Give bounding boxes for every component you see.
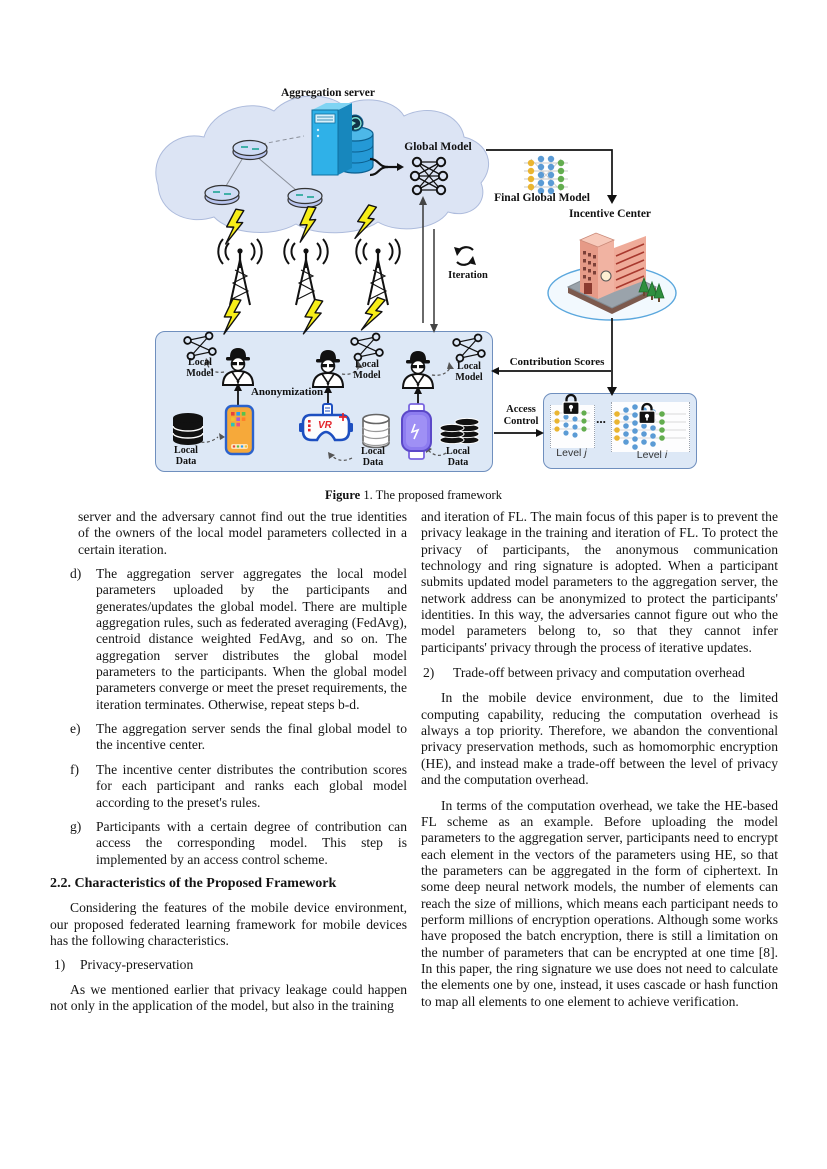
incentive-to-level-arrow bbox=[607, 318, 617, 396]
server-icon bbox=[311, 103, 374, 176]
vr-headset-icon bbox=[299, 403, 353, 442]
figure-graphics bbox=[155, 95, 686, 461]
incentive-center-label: Incentive Center bbox=[568, 208, 652, 220]
cell-tower-icons bbox=[217, 238, 401, 306]
list-marker: f) bbox=[70, 761, 80, 777]
numbered-marker: 2) bbox=[423, 665, 435, 681]
router-links bbox=[225, 135, 305, 191]
level-j-variable: j bbox=[584, 447, 587, 459]
iteration-label: Iteration bbox=[448, 270, 488, 281]
list-marker: d) bbox=[70, 566, 82, 582]
list-item-f: f) The incentive center distributes the … bbox=[50, 762, 407, 811]
refresh-icon bbox=[454, 246, 476, 266]
numbered-item-1: 1) Privacy-preservation bbox=[50, 957, 407, 973]
figure-caption-prefix: Figure bbox=[325, 488, 361, 502]
numbered-text: Privacy-preservation bbox=[80, 957, 194, 973]
smartwatch-icon bbox=[401, 403, 432, 460]
right-column: and iteration of FL. The main focus of t… bbox=[421, 509, 778, 1018]
list-marker: e) bbox=[70, 721, 81, 737]
lock-icon bbox=[562, 393, 580, 416]
lightning-bolts bbox=[223, 204, 386, 335]
merge-icon bbox=[369, 157, 404, 177]
paragraph: and iteration of FL. The main focus of t… bbox=[421, 509, 778, 655]
router-icons bbox=[204, 139, 323, 209]
dashed-arrowheads bbox=[204, 358, 454, 459]
numbered-text: Trade-off between privacy and computatio… bbox=[453, 665, 745, 681]
level-i-variable: i bbox=[664, 449, 668, 461]
list-item-e: e) The aggregation server sends the fina… bbox=[50, 721, 407, 754]
local-data-label-2: Local Data bbox=[361, 446, 385, 468]
spy-icon bbox=[221, 348, 255, 386]
list-marker: g) bbox=[70, 818, 82, 834]
contribution-scores-label: Contribution Scores bbox=[509, 356, 605, 368]
level-i-prefix: Level bbox=[636, 449, 662, 461]
final-global-model-label: Final Global Model bbox=[494, 192, 590, 204]
global-model-icon bbox=[409, 156, 449, 196]
contribution-scores-arrow bbox=[491, 367, 611, 375]
figure-caption: Figure 1. The proposed framework bbox=[0, 488, 827, 503]
coin-stack-icon bbox=[439, 417, 480, 445]
lock-icon bbox=[638, 402, 656, 425]
paragraph: In terms of the computation overhead, we… bbox=[421, 797, 778, 1009]
local-data-label-1: Local Data bbox=[174, 445, 198, 467]
local-model-label-3: Local Model bbox=[455, 361, 483, 383]
figure-caption-text: 1. The proposed framework bbox=[360, 488, 502, 502]
paragraph: As we mentioned earlier that privacy lea… bbox=[50, 981, 407, 1013]
iteration-arrows bbox=[419, 196, 438, 333]
database-gray-icon bbox=[362, 413, 390, 449]
level-j-prefix: Level bbox=[556, 447, 582, 459]
local-model-label-2: Local Model bbox=[353, 359, 381, 381]
local-model-icons bbox=[183, 331, 486, 363]
list-item-text: The aggregation server aggregates the lo… bbox=[96, 566, 407, 712]
list-item-text: Participants with a certain degree of co… bbox=[96, 818, 407, 867]
anonymization-arrows bbox=[234, 383, 422, 408]
framework-figure: Aggregation server Global Model Final Gl… bbox=[0, 0, 827, 485]
spy-icon bbox=[401, 351, 435, 389]
adversary-icons bbox=[221, 348, 435, 389]
dashed-flow-arrows bbox=[195, 362, 452, 461]
access-control-label: Access Control bbox=[503, 404, 539, 427]
smartphone-icon bbox=[224, 404, 255, 456]
list-item-d: d) The aggregation server aggregates the… bbox=[50, 566, 407, 713]
numbered-marker: 1) bbox=[54, 957, 66, 973]
paragraph: In the mobile device environment, due to… bbox=[421, 690, 778, 788]
database-black-icon bbox=[172, 413, 204, 445]
aggregation-server-label: Aggregation server bbox=[281, 87, 375, 99]
list-item-text: The incentive center distributes the con… bbox=[96, 761, 407, 810]
spy-icon bbox=[311, 350, 345, 388]
left-column: server and the adversary cannot find out… bbox=[50, 509, 407, 1022]
local-data-label-3: Local Data bbox=[446, 446, 470, 468]
global-model-label: Global Model bbox=[404, 141, 472, 153]
vr-device-label: VR bbox=[318, 420, 332, 431]
incentive-center-icon bbox=[547, 232, 677, 321]
section-heading: 2.2. Characteristics of the Proposed Fra… bbox=[50, 875, 337, 891]
anonymization-label: Anonymization bbox=[250, 386, 324, 398]
list-item-g: g) Participants with a certain degree of… bbox=[50, 819, 407, 868]
global-to-incentive-arrow bbox=[486, 149, 617, 204]
numbered-item-2: 2) Trade-off between privacy and computa… bbox=[421, 665, 778, 681]
local-model-label-1: Local Model bbox=[186, 357, 214, 379]
list-item-text: The aggregation server sends the final g… bbox=[96, 721, 407, 753]
ellipsis-label: ... bbox=[596, 411, 606, 426]
access-control-arrow bbox=[494, 429, 544, 437]
paragraph: server and the adversary cannot find out… bbox=[78, 509, 407, 557]
final-global-model-icon bbox=[524, 155, 568, 195]
paragraph: Considering the features of the mobile d… bbox=[50, 900, 407, 948]
